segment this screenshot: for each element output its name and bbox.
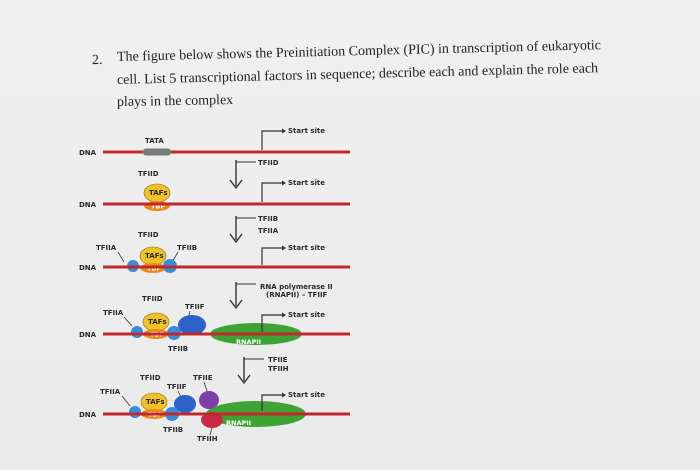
step4-group: RNA polymerase II (RNAPII) – TFIIF TFIID… xyxy=(79,282,350,353)
start-site-arrow xyxy=(261,182,282,202)
tfiib-label: TFIIB xyxy=(168,345,188,353)
start-site-arrowhead xyxy=(282,392,286,398)
step5-group: TFIIE TFIIH TFIID TFIIE TFIIF TFIIA RNAP… xyxy=(79,356,350,443)
tfiih-shape xyxy=(201,412,223,428)
arrow-label-tfiia: TFIIA xyxy=(258,227,279,235)
start-site-arrow xyxy=(261,314,282,332)
dna-label: DNA xyxy=(79,264,97,272)
dna-label: DNA xyxy=(79,331,97,339)
dna-label: DNA xyxy=(79,201,97,209)
start-site-arrowhead xyxy=(282,128,286,134)
rnapii-label: RNAPII xyxy=(226,419,251,427)
tfiif-shape xyxy=(174,395,196,413)
step-arrowhead xyxy=(237,374,251,385)
tfiif-label: TFIIF xyxy=(185,303,205,311)
rnapii-label: RNAPII xyxy=(236,338,261,346)
arrow-label-tfiih: TFIIH xyxy=(268,365,289,373)
tfiid-label: TFIID xyxy=(140,374,161,382)
dna-label: DNA xyxy=(79,411,97,419)
start-site-arrowhead xyxy=(282,245,286,251)
tfiie-shape xyxy=(199,391,219,409)
step3-group: TFIIB TFIIA TFIID TFIIA TFIIB TAFs TBP D… xyxy=(79,215,350,273)
start-site-label: Start site xyxy=(288,244,325,252)
start-site-arrow xyxy=(261,247,282,265)
tfiia-shape xyxy=(129,406,141,418)
tafs-label: TAFs xyxy=(149,189,168,197)
start-site-label: Start site xyxy=(288,179,325,187)
tata-box xyxy=(143,148,171,156)
dna-label: DNA xyxy=(79,149,97,157)
arrow-label-tfiib: TFIIB xyxy=(258,215,278,223)
start-site-label: Start site xyxy=(288,311,325,319)
tafs-label: TAFs xyxy=(146,398,165,406)
step-arrowhead xyxy=(229,299,243,310)
tafs-label: TAFs xyxy=(145,252,164,260)
tfiif-shape xyxy=(178,315,206,335)
step1-group: DNA TATA Start site xyxy=(79,127,350,157)
arrow-label-rnap: RNA polymerase II xyxy=(260,283,333,291)
start-site-label: Start site xyxy=(288,391,325,399)
tfiie-label: TFIIE xyxy=(193,374,213,382)
start-site-label: Start site xyxy=(288,127,325,135)
start-site-arrowhead xyxy=(282,312,286,318)
arrow-label-tfiie: TFIIE xyxy=(268,356,288,364)
tafs-label: TAFs xyxy=(148,318,167,326)
step-arrowhead xyxy=(229,179,243,190)
step-arrowhead xyxy=(229,233,243,244)
start-site-arrow xyxy=(261,130,282,150)
step2-group: TFIID TFIID TAFs TBP DNA Start site xyxy=(79,159,350,211)
arrow-label-tfiid: TFIID xyxy=(258,159,279,167)
start-site-arrowhead xyxy=(282,180,286,186)
tfiif-label: TFIIF xyxy=(167,383,187,391)
tata-label: TATA xyxy=(145,137,164,145)
tfiia-label: TFIIA xyxy=(96,244,117,252)
tbp-label: TBP xyxy=(151,203,165,211)
tfiid-label: TFIID xyxy=(138,170,159,178)
tfiih-label: TFIIH xyxy=(197,435,218,443)
tfiia-label: TFIIA xyxy=(103,309,124,317)
tfiib-label: TFIIB xyxy=(163,426,183,434)
tfiib-label: TFIIB xyxy=(177,244,197,252)
tfiia-shape xyxy=(131,326,143,338)
tfiid-label: TFIID xyxy=(138,231,159,239)
tfiid-label: TFIID xyxy=(142,295,163,303)
start-site-arrow xyxy=(261,394,282,411)
arrow-label-rnap-tfiif: (RNAPII) – TFIIF xyxy=(266,291,328,299)
tfiia-label: TFIIA xyxy=(100,388,121,396)
